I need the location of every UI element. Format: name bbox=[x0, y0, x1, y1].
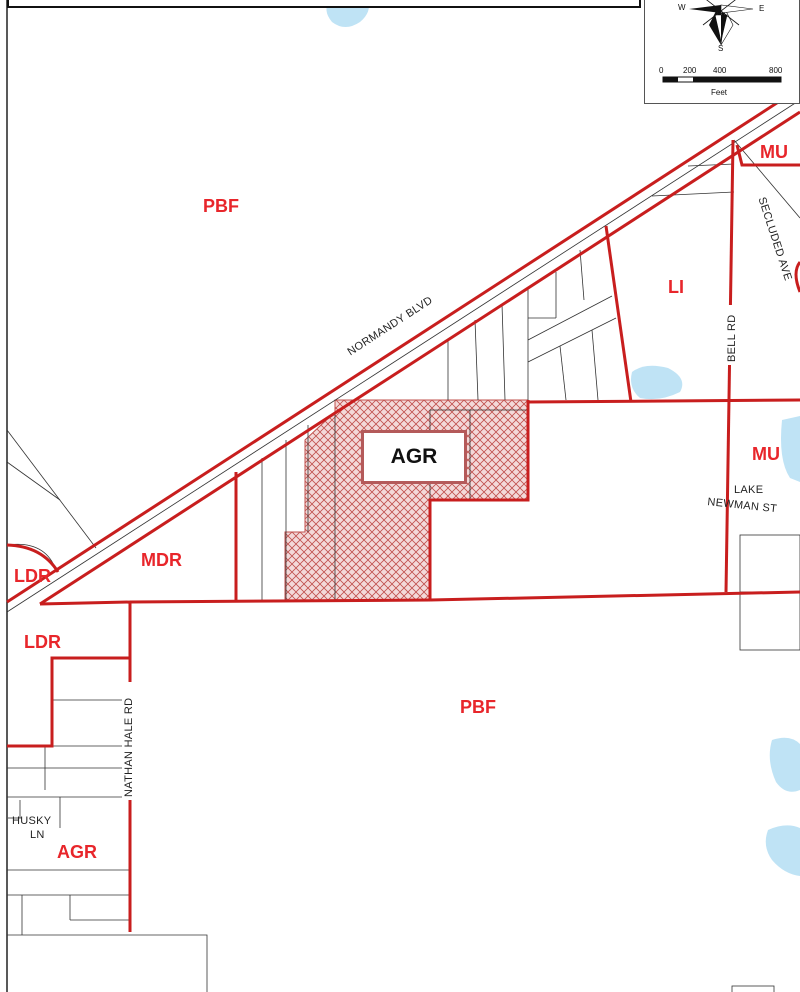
street-label-husky: HUSKY bbox=[12, 815, 52, 827]
street-label-nathan-hale-rd: NATHAN HALE RD bbox=[123, 697, 135, 797]
subject-parcel-label[interactable]: AGR bbox=[361, 430, 467, 484]
scale-label-200: 200 bbox=[683, 66, 697, 75]
scale-unit-label: Feet bbox=[711, 88, 728, 97]
compass-south-label: S bbox=[718, 44, 724, 53]
scale-label-400: 400 bbox=[713, 66, 727, 75]
zone-label-pbf-south: PBF bbox=[460, 697, 496, 717]
bell-road-gap bbox=[724, 305, 738, 365]
nathan-road-gap bbox=[122, 682, 136, 800]
zone-label-pbf-north: PBF bbox=[203, 196, 239, 216]
zone-label-ldr-lower: LDR bbox=[24, 632, 61, 652]
map-title-frame bbox=[7, 0, 641, 8]
compass-rose-icon bbox=[662, 0, 782, 83]
street-label-ln: LN bbox=[30, 829, 45, 841]
zone-label-mu-top: MU bbox=[760, 142, 788, 162]
scale-label-800: 800 bbox=[769, 66, 783, 75]
normandy-road-lines bbox=[6, 86, 800, 606]
zone-label-mdr: MDR bbox=[141, 550, 182, 570]
zone-label-agr-south: AGR bbox=[57, 842, 97, 862]
zone-label-mu-mid: MU bbox=[752, 444, 780, 464]
scale-label-0: 0 bbox=[659, 66, 664, 75]
compass-west-label: W bbox=[678, 3, 686, 12]
zone-label-ldr-upper: LDR bbox=[14, 566, 51, 586]
compass-east-label: E bbox=[759, 4, 765, 13]
normandy-centerline bbox=[6, 99, 800, 613]
street-label-lake: LAKE bbox=[734, 484, 764, 496]
compass-and-scale: W E S 0 200 400 800 Feet bbox=[644, 0, 800, 104]
street-label-bell-rd: BELL RD bbox=[726, 314, 738, 362]
zone-label-li: LI bbox=[668, 277, 684, 297]
